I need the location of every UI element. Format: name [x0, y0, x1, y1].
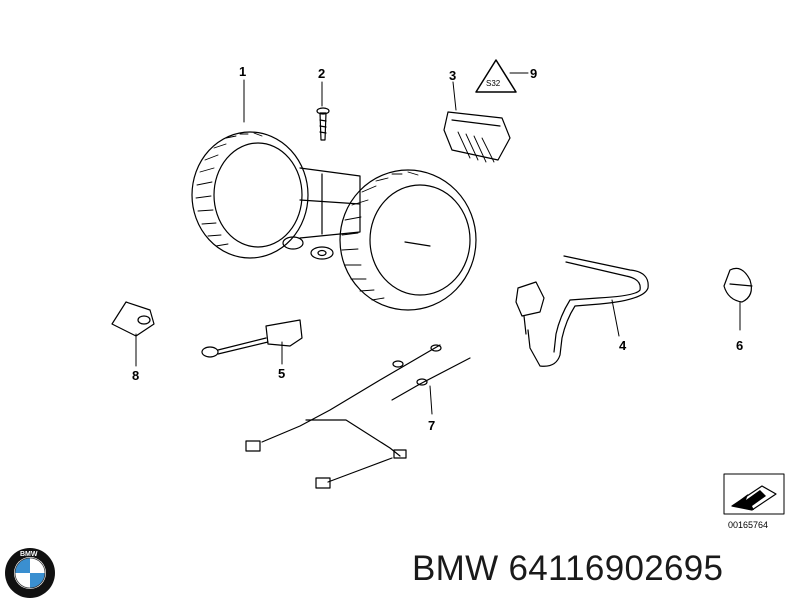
bracket-part-8 — [111, 301, 155, 337]
callout-8: 8 — [132, 368, 139, 383]
reference-box — [723, 473, 785, 515]
logo-text: BMW — [20, 551, 38, 558]
callout-9: 9 — [530, 66, 537, 81]
callout-1: 1 — [239, 64, 246, 79]
leader-lines — [135, 72, 741, 415]
sensor-part-5 — [201, 319, 303, 358]
callout-7: 7 — [428, 418, 435, 433]
wiring-part-4 — [515, 255, 649, 367]
callout-5: 5 — [278, 366, 285, 381]
callout-3: 3 — [449, 68, 456, 83]
callout-4: 4 — [619, 338, 627, 353]
screw-part-2 — [316, 107, 330, 141]
bmw-logo: BMW — [2, 546, 58, 600]
right-fan-wheel — [339, 169, 477, 311]
part-number-caption: BMW 64116902695 — [412, 549, 724, 588]
arrow-reference-icon — [732, 490, 766, 510]
clip-part-6 — [723, 267, 753, 303]
bmw-roundel-icon: BMW — [5, 548, 55, 598]
wiring-harness-part-7 — [245, 344, 471, 489]
blower-motor-part-1 — [191, 131, 477, 311]
callout-2: 2 — [318, 66, 325, 81]
warning-label: S32 — [486, 79, 501, 88]
left-fan-wheel — [191, 131, 309, 259]
blower-resistor-part-3 — [443, 111, 511, 163]
warning-triangle-icon — [475, 59, 517, 93]
reference-code: 00165764 — [728, 520, 768, 530]
callout-6: 6 — [736, 338, 743, 353]
